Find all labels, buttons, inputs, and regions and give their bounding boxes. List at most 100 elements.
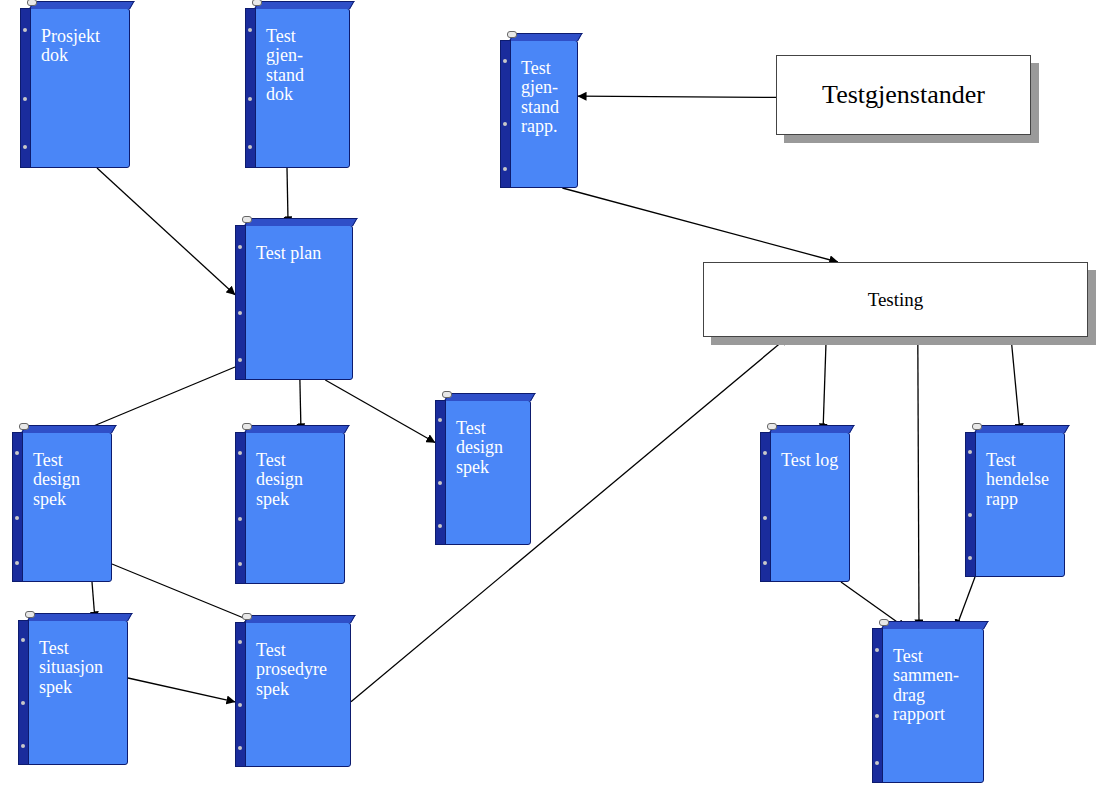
arrow-connector	[578, 96, 776, 97]
binder-top	[244, 218, 358, 226]
binder-document: Test hendelse rapp	[965, 432, 1065, 577]
binder-document: Test gjen-stand dok	[245, 8, 350, 168]
binder-top	[509, 33, 583, 41]
binder-top	[881, 621, 989, 629]
binder-document: Test design spek	[12, 432, 112, 582]
node-label: Test hendelse rapp	[986, 451, 1056, 509]
binder-clip	[767, 423, 777, 430]
arrow-connector	[1011, 337, 1020, 432]
node-label: Test situasjon spek	[39, 639, 119, 697]
process-box: Testgjenstander	[776, 55, 1031, 135]
binder-top	[21, 425, 117, 433]
binder-top	[27, 613, 133, 621]
binder-ring	[21, 701, 25, 705]
node-label: Test design spek	[256, 451, 326, 509]
node-label: Test sammen-drag rapport	[893, 647, 963, 725]
binder-ring	[248, 97, 252, 101]
binder-ring	[968, 513, 972, 517]
binder-top	[29, 1, 135, 9]
node-label: Test plan	[256, 244, 342, 263]
node-label: Testing	[868, 289, 924, 311]
binder-ring	[503, 167, 507, 171]
binder-top	[244, 425, 350, 433]
arrow-connector	[562, 188, 837, 262]
binder-clip	[27, 0, 37, 6]
binder-spine	[20, 8, 31, 168]
binder-ring	[23, 145, 27, 149]
node-label: Testgjenstander	[822, 80, 985, 110]
binder-clip	[972, 423, 982, 430]
binder-document: Prosjekt dok	[20, 8, 130, 168]
binder-ring	[968, 556, 972, 560]
node-label: Prosjekt dok	[41, 27, 111, 66]
binder-ring	[23, 97, 27, 101]
binder-ring	[438, 524, 442, 528]
binder-ring	[15, 561, 19, 565]
binder-ring	[875, 714, 879, 718]
binder-ring	[503, 59, 507, 63]
arrow-connector	[97, 168, 235, 295]
binder-ring	[21, 638, 25, 642]
arrow-connector	[823, 337, 826, 432]
binder-document: Test plan	[235, 225, 353, 380]
binder-ring	[238, 517, 242, 521]
binder-clip	[19, 423, 29, 430]
binder-ring	[238, 746, 242, 750]
binder-ring	[763, 561, 767, 565]
binder-document: Test design spek	[235, 432, 345, 584]
arrow-connector	[287, 168, 288, 225]
node-label: Test prosedyre spek	[256, 641, 342, 699]
binder-clip	[242, 423, 252, 430]
binder-ring	[238, 358, 242, 362]
binder-clip	[242, 216, 252, 223]
binder-ring	[968, 450, 972, 454]
binder-ring	[15, 516, 19, 520]
binder-ring	[21, 744, 25, 748]
binder-ring	[875, 648, 879, 652]
binder-ring	[763, 451, 767, 455]
binder-clip	[242, 613, 252, 620]
binder-ring	[238, 562, 242, 566]
binder-spine	[245, 8, 256, 168]
node-label: Test log	[781, 451, 841, 470]
process-box: Testing	[703, 262, 1088, 337]
arrow-connector	[128, 678, 235, 702]
binder-ring	[238, 245, 242, 249]
arrow-connector	[918, 337, 919, 628]
node-label: Test design spek	[33, 451, 103, 509]
binder-ring	[238, 311, 242, 315]
binder-ring	[438, 418, 442, 422]
binder-ring	[23, 28, 27, 32]
arrow-connector	[112, 564, 253, 622]
node-label: Test design spek	[456, 419, 522, 477]
binder-ring	[503, 122, 507, 126]
binder-ring	[15, 451, 19, 455]
binder-document: Test prosedyre spek	[235, 622, 351, 767]
binder-clip	[879, 619, 889, 626]
node-label: Test gjen-stand dok	[266, 27, 318, 105]
binder-ring	[763, 516, 767, 520]
binder-ring	[238, 451, 242, 455]
binder-ring	[238, 703, 242, 707]
binder-document: Test situasjon spek	[18, 620, 128, 765]
arrow-connector	[351, 337, 788, 702]
binder-document: Test design spek	[435, 400, 531, 545]
binder-top	[254, 1, 355, 9]
binder-document: Test log	[760, 432, 850, 582]
binder-clip	[442, 391, 452, 398]
binder-ring	[438, 481, 442, 485]
binder-ring	[238, 640, 242, 644]
arrow-connector	[79, 367, 235, 432]
binder-clip	[25, 611, 35, 618]
binder-top	[769, 425, 855, 433]
binder-ring	[248, 28, 252, 32]
binder-ring	[248, 145, 252, 149]
binder-ring	[875, 761, 879, 765]
binder-top	[244, 615, 356, 623]
binder-top	[974, 425, 1070, 433]
binder-top	[444, 393, 536, 401]
binder-document: Test sammen-drag rapport	[872, 628, 984, 783]
binder-clip	[507, 31, 517, 38]
node-label: Test gjen-stand rapp.	[521, 59, 569, 137]
